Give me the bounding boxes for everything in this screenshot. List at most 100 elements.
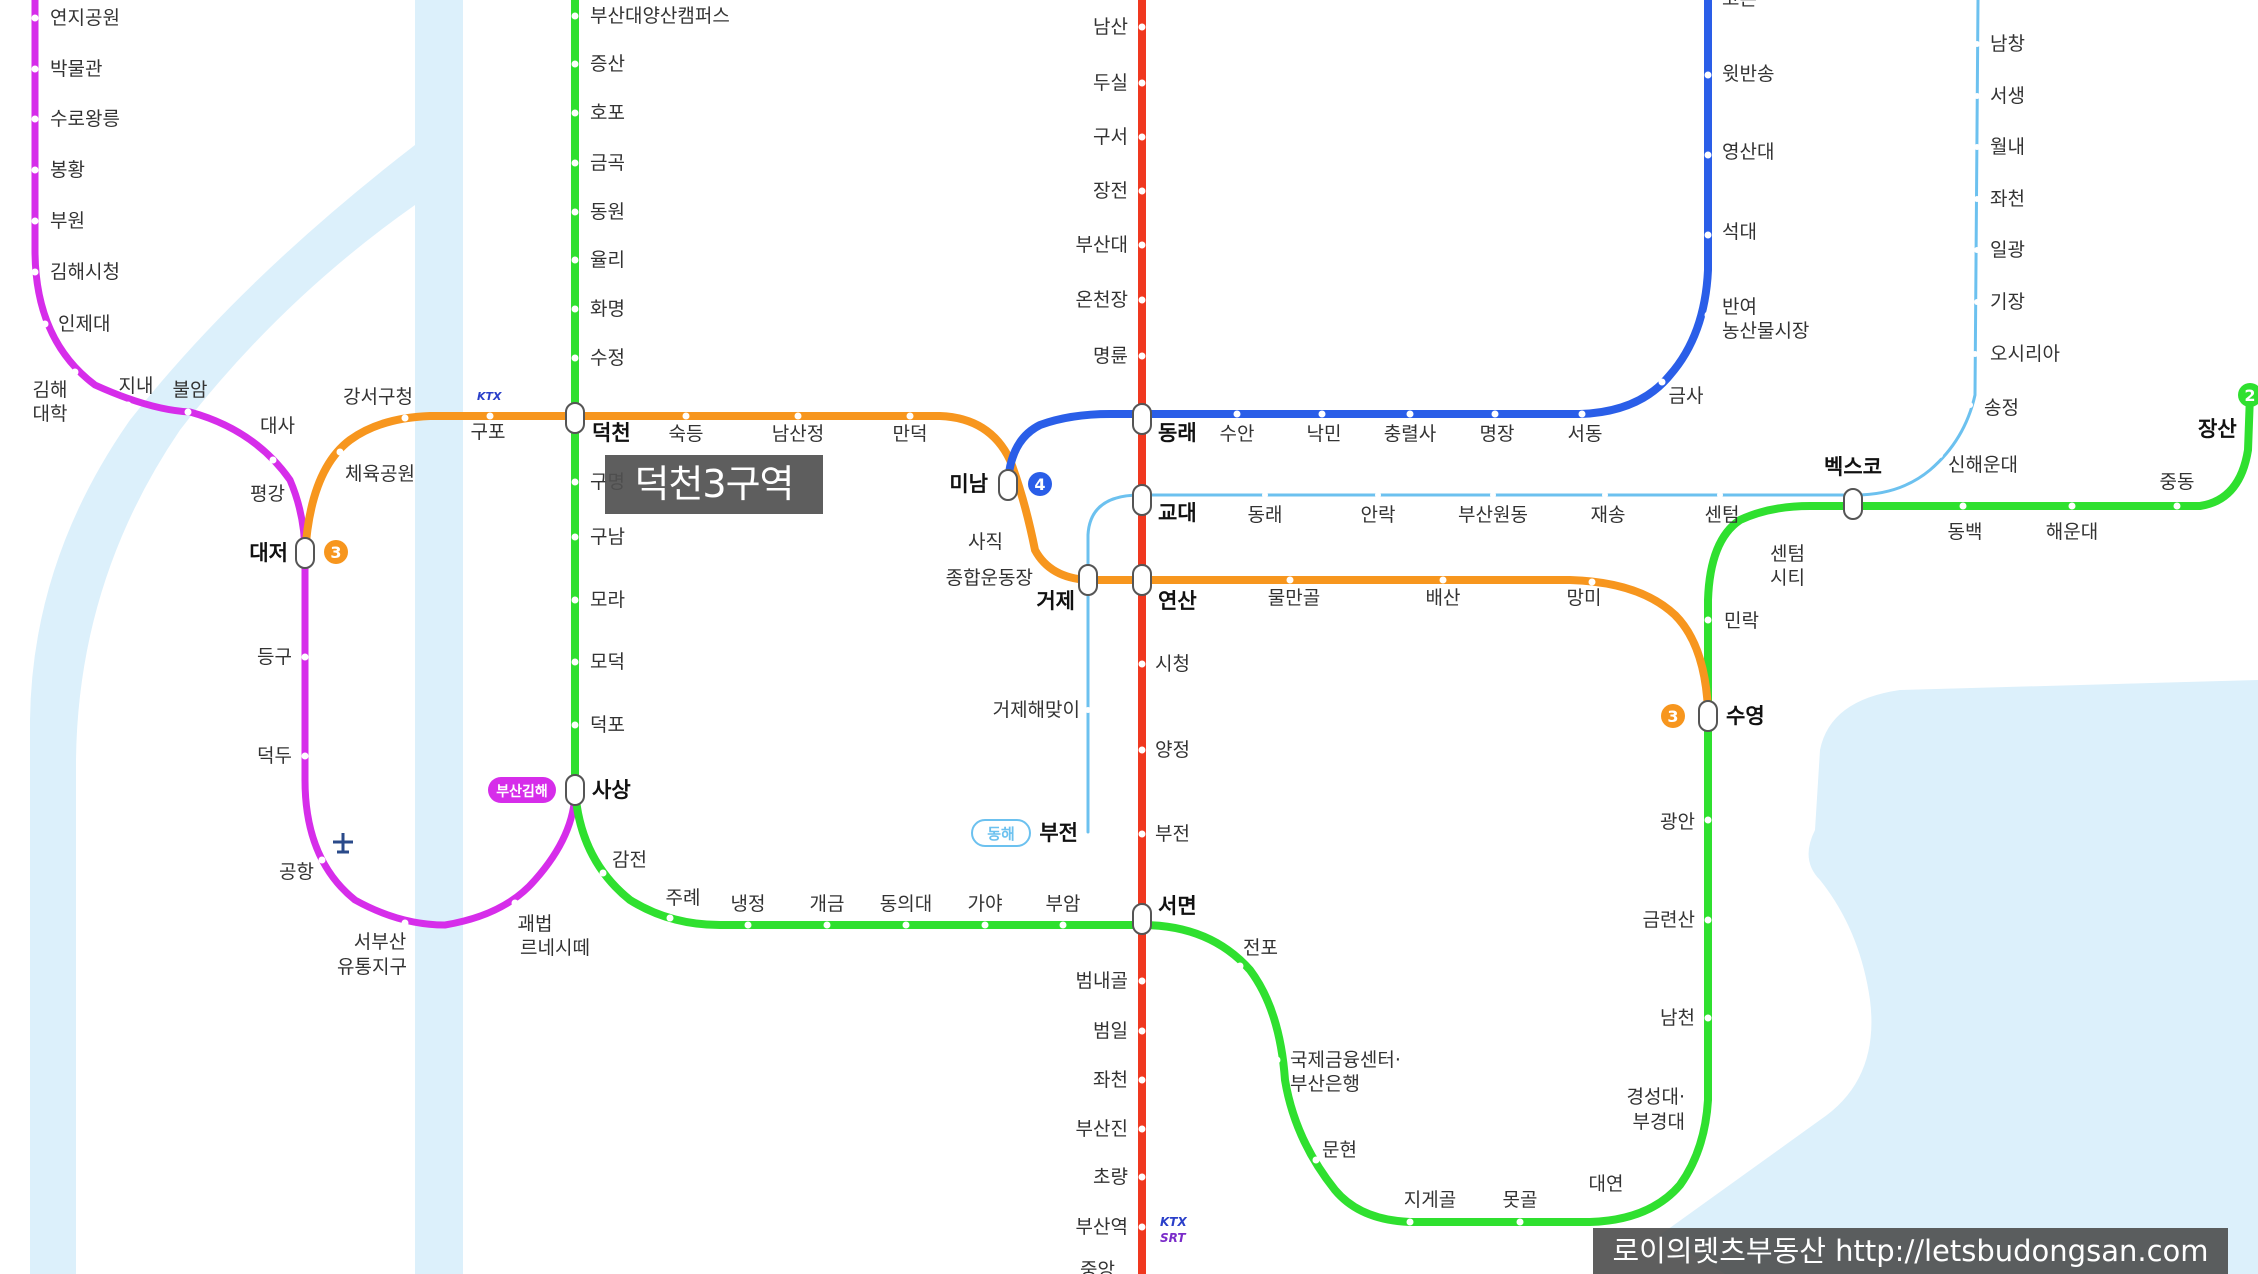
svg-text:시티: 시티 <box>1770 567 1805 589</box>
svg-text:강서구청: 강서구청 <box>343 386 413 408</box>
svg-text:개금: 개금 <box>810 893 845 915</box>
svg-text:덕천: 덕천 <box>592 421 631 445</box>
line3-badge-daejeo <box>324 540 348 564</box>
transfer-geoje <box>1078 564 1098 596</box>
svg-text:김해: 김해 <box>33 379 68 401</box>
svg-text:공항: 공항 <box>279 861 314 883</box>
svg-text:대연: 대연 <box>1589 1173 1624 1195</box>
labels-line-3: 대저 체육공원 강서구청 구포 숙등 남산정 만덕 미남 사직 종합운동장 거제… <box>249 386 1601 613</box>
svg-text:일광: 일광 <box>1990 239 2025 261</box>
svg-text:연지공원: 연지공원 <box>50 7 120 29</box>
svg-text:서동: 서동 <box>1568 423 1603 445</box>
line-badges: 3 3 4 2 동해 부산김해 KTX KTX SRT <box>324 383 2258 1245</box>
svg-text:온천장: 온천장 <box>1076 289 1128 311</box>
river-strip <box>415 0 463 1274</box>
svg-text:체육공원: 체육공원 <box>345 463 415 485</box>
transfer-sasang <box>565 774 585 806</box>
lines <box>31 0 2254 1274</box>
transfer-bexco <box>1843 488 1863 520</box>
svg-text:종합운동장: 종합운동장 <box>946 567 1033 589</box>
svg-text:동의대: 동의대 <box>880 893 932 915</box>
srt-logo-busan: SRT <box>1160 1231 1186 1245</box>
svg-text:범내골: 범내골 <box>1076 970 1128 992</box>
svg-text:민락: 민락 <box>1724 610 1759 632</box>
svg-text:사직: 사직 <box>968 531 1003 553</box>
svg-text:괘법: 괘법 <box>518 913 553 935</box>
transfer-dongnae <box>1132 403 1152 435</box>
svg-text:배산: 배산 <box>1426 587 1461 609</box>
svg-text:월내: 월내 <box>1990 136 2025 158</box>
svg-text:르네시떼: 르네시떼 <box>520 937 590 959</box>
svg-text:동백: 동백 <box>1948 521 1983 543</box>
svg-text:가야: 가야 <box>968 893 1003 915</box>
svg-text:거제: 거제 <box>1036 589 1075 613</box>
donghae-badge <box>971 819 1031 847</box>
svg-text:금련산: 금련산 <box>1643 909 1695 931</box>
svg-text:못골: 못골 <box>1503 1189 1538 1211</box>
svg-text:수정: 수정 <box>590 347 625 369</box>
svg-text:국제금융센터·: 국제금융센터· <box>1290 1049 1401 1071</box>
transfer-stations <box>295 402 1863 935</box>
svg-text:연산: 연산 <box>1158 589 1197 613</box>
svg-text:유통지구: 유통지구 <box>337 956 407 978</box>
svg-text:시청: 시청 <box>1155 653 1190 675</box>
svg-text:좌천: 좌천 <box>1093 1069 1128 1091</box>
svg-text:봉황: 봉황 <box>50 159 85 181</box>
line2-badge <box>2238 383 2258 407</box>
svg-text:부산대: 부산대 <box>1076 234 1128 256</box>
gimhae-badge <box>488 777 556 803</box>
svg-text:냉정: 냉정 <box>731 893 766 915</box>
svg-text:대저: 대저 <box>249 541 288 565</box>
svg-text:안락: 안락 <box>1361 504 1396 526</box>
svg-text:송정: 송정 <box>1984 397 2019 419</box>
svg-text:석대: 석대 <box>1722 221 1757 243</box>
water-areas <box>30 0 2258 1274</box>
svg-text:충렬사: 충렬사 <box>1384 423 1436 445</box>
svg-text:남산정: 남산정 <box>772 423 824 445</box>
svg-text:수로왕릉: 수로왕릉 <box>50 108 120 130</box>
svg-text:미남: 미남 <box>949 472 988 496</box>
svg-text:교대: 교대 <box>1158 501 1197 525</box>
labels-line-2: 부산대양산캠퍼스 증산 호포 금곡 동원 율리 화명 수정 덕천 구명 구남 모… <box>590 5 2237 1211</box>
svg-text:덕두: 덕두 <box>257 745 292 767</box>
svg-text:두실: 두실 <box>1093 72 1128 94</box>
svg-text:중동: 중동 <box>2160 471 2195 493</box>
transfer-gyodae <box>1132 484 1152 516</box>
svg-text:물만골: 물만골 <box>1268 587 1320 609</box>
svg-text:농산물시장: 농산물시장 <box>1722 320 1809 342</box>
svg-text:등구: 등구 <box>257 646 292 668</box>
svg-text:영산대: 영산대 <box>1722 141 1774 163</box>
svg-text:동원: 동원 <box>590 201 625 223</box>
svg-text:문현: 문현 <box>1322 1139 1357 1161</box>
svg-text:박물관: 박물관 <box>50 58 102 80</box>
svg-text:남창: 남창 <box>1990 33 2025 55</box>
airplane-icon <box>333 833 353 854</box>
svg-text:기장: 기장 <box>1990 291 2025 313</box>
svg-text:부산진: 부산진 <box>1076 1118 1128 1140</box>
transfer-daejeo <box>295 537 315 569</box>
svg-text:금곡: 금곡 <box>590 152 625 174</box>
svg-text:부산대양산캠퍼스: 부산대양산캠퍼스 <box>590 5 730 27</box>
svg-text:센텀: 센텀 <box>1770 543 1805 565</box>
svg-text:고촌: 고촌 <box>1722 0 1757 10</box>
svg-text:구서: 구서 <box>1093 126 1128 148</box>
transfer-suyeong <box>1698 700 1718 732</box>
svg-text:구남: 구남 <box>590 526 625 548</box>
svg-text:광안: 광안 <box>1660 811 1695 833</box>
svg-text:동래: 동래 <box>1248 504 1283 526</box>
svg-text:해운대: 해운대 <box>2046 521 2098 543</box>
svg-text:센텀: 센텀 <box>1705 504 1740 526</box>
svg-text:대학: 대학 <box>33 403 68 425</box>
svg-text:망미: 망미 <box>1567 587 1602 609</box>
line-3 <box>301 412 1712 714</box>
line-2 <box>571 0 2254 1226</box>
labels-donghae: 부전 거제해맞이 동래 안락 부산원동 재송 센텀 신해운대 송정 오시리아 기… <box>993 33 2060 845</box>
svg-text:불암: 불암 <box>173 379 208 401</box>
svg-text:김해시청: 김해시청 <box>50 261 120 283</box>
svg-text:동해: 동해 <box>987 825 1015 843</box>
labels-line-1: 남산 두실 구서 장전 부산대 온천장 명륜 동래 교대 연산 시청 양정 부전… <box>1076 16 1197 1274</box>
labels-gimhae: 연지공원 박물관 수로왕릉 봉황 부원 김해시청 인제대 김해 대학 지내 불암… <box>33 7 590 978</box>
svg-text:덕포: 덕포 <box>590 714 625 736</box>
svg-text:동래: 동래 <box>1158 421 1197 445</box>
